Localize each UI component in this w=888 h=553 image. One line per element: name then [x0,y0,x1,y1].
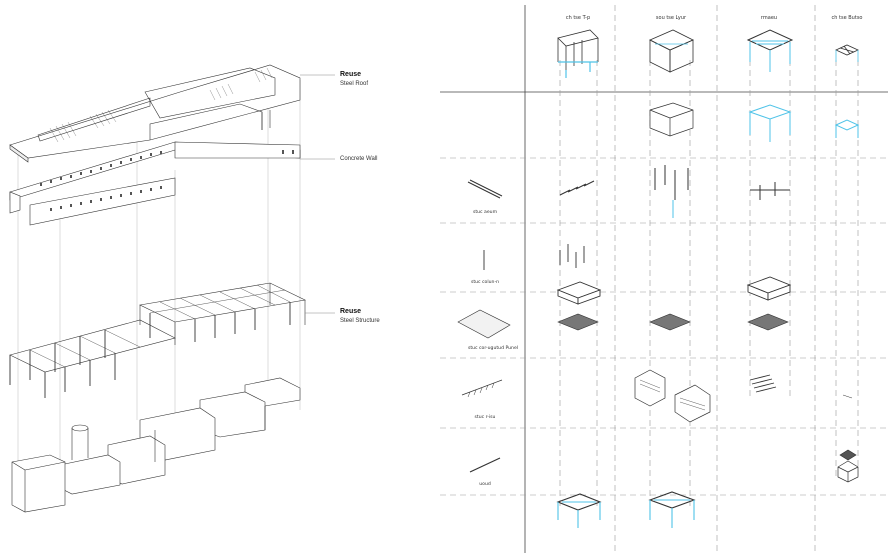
steel-structure [9,282,306,398]
label-roof-sub: Steel Roof [340,81,369,87]
matrix-dashed-cols [559,5,859,553]
row1-elements [649,102,860,142]
exploded-axonometric [9,64,335,513]
row-label-panel: stuc cor-ugutud Punel [467,346,519,351]
row-label-rail: stuc r-isu [474,415,496,420]
column-header-4: ch tse Butso [831,15,863,21]
col1-header-model [557,29,599,78]
col2-header-model [649,29,694,73]
row5-elements [461,369,853,423]
label-structure-sub: Steel Structure [340,318,380,324]
label-roof-title: Reuse [340,71,362,78]
row6-elements [469,449,859,483]
row-label-column: stuc colun-n [470,280,500,285]
row4-elements [457,309,789,339]
existing-buildings [11,377,301,513]
concrete-wall [9,141,301,226]
row2-elements [467,165,790,218]
col4-header-model [835,44,859,62]
column-header-1: ch tse T-p [565,15,591,21]
matrix-dashed-rows [440,157,888,496]
col3-header-model [746,29,794,72]
leader-lines [300,74,335,314]
column-header-2: sou tse Lyur [655,15,687,21]
matrix-frame [440,5,888,553]
label-wall-sub: Concrete Wall [340,156,378,162]
label-structure-title: Reuse [340,308,362,315]
row-label-beam: stuc aeum [472,210,498,215]
row7-elements [556,491,696,528]
row3-elements [483,244,792,305]
row-label-wood: uoud [479,482,491,487]
column-header-3: rmaeu [760,15,778,21]
steel-roof [9,64,301,163]
